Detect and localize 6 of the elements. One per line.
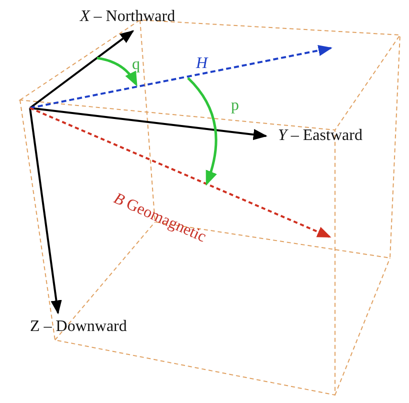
axis-label: X – Northward: [80, 8, 176, 26]
vector-label: H: [196, 55, 208, 73]
axis-label: Z – Downward: [30, 318, 127, 336]
axis-label: Y – Eastward: [278, 127, 362, 145]
angle-label: q: [132, 56, 140, 74]
angle-label: p: [231, 97, 239, 115]
